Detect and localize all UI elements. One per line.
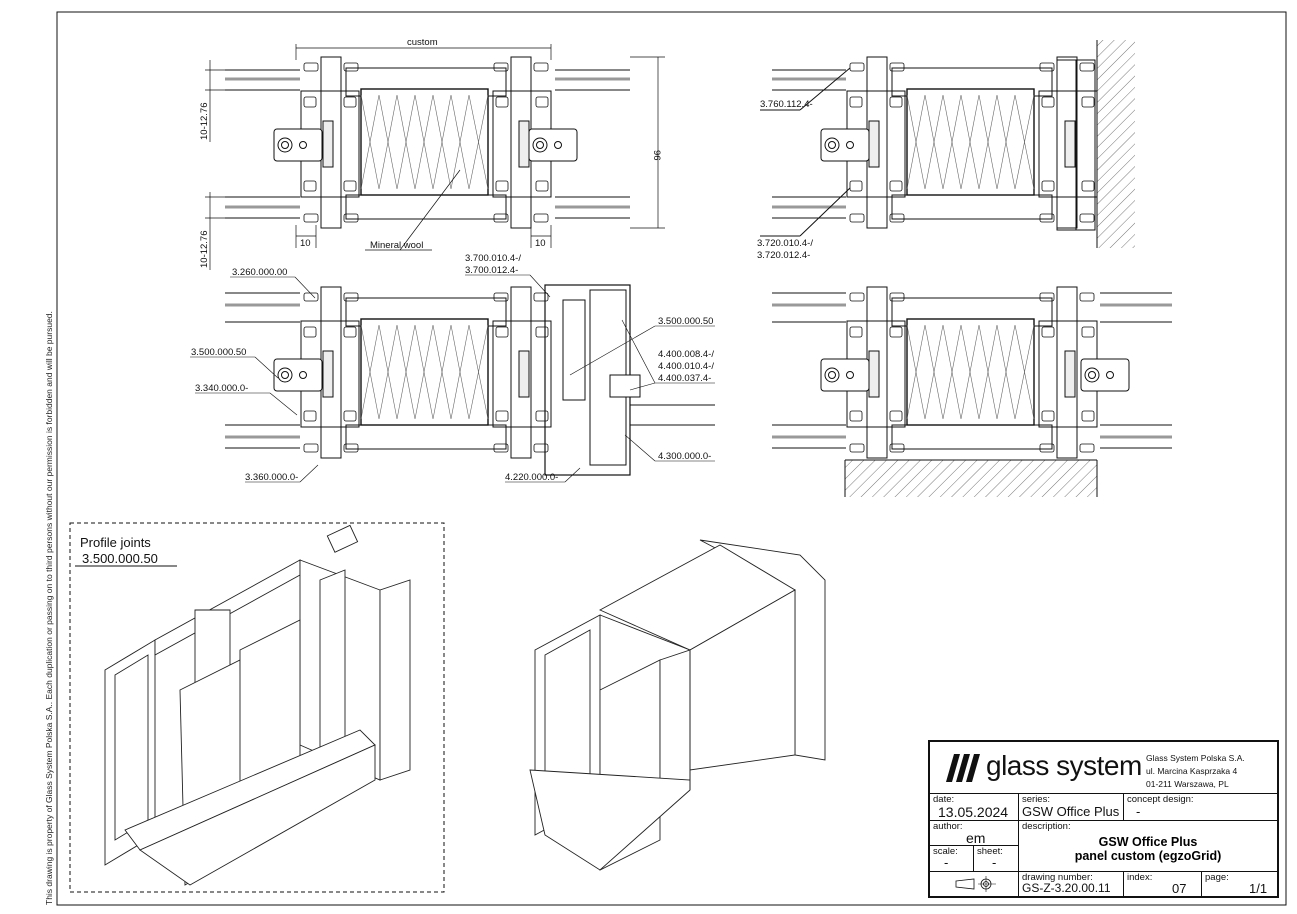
callout-4.400.010: 4.400.010.4-/ — [658, 361, 714, 372]
profile-joints-detail: Profile joints 3.500.000.50 — [69, 522, 445, 893]
date-cell: date: 13.05.2024 — [930, 794, 1019, 821]
callout-4.300.000: 4.300.000.0- — [658, 451, 711, 462]
dim-height: 96 — [651, 150, 662, 161]
callout-3.500.000-right: 3.500.000.50 — [658, 316, 713, 327]
isometric-joint-view — [104, 524, 411, 886]
projection-symbol-icon — [955, 876, 996, 892]
label-infill: Mineral wool — [370, 240, 423, 251]
logo-area: glass system Glass System Polska S.A. ul… — [930, 742, 1277, 794]
callout-3.720.012: 3.720.012.4- — [757, 250, 810, 261]
callout-3.700.012: 3.700.012.4- — [465, 265, 518, 276]
callout-4.400.037: 4.400.037.4- — [658, 373, 711, 384]
copyright-disclaimer: This drawing is property of Glass System… — [44, 311, 54, 905]
dim-glass-bottom: 10-12.76 — [199, 230, 210, 268]
sheet-label: sheet: — [977, 846, 1003, 857]
date-value: 13.05.2024 — [938, 804, 1009, 820]
callout-4.400.008: 4.400.008.4-/ — [658, 349, 714, 360]
series-value: GSW Office Plus — [1022, 804, 1120, 819]
description-line-1: GSW Office Plus — [1098, 835, 1198, 849]
section-view-2: 3.760.112.4- 3.720.010.4-/ 3.720.012.4- — [757, 40, 1135, 261]
section-view-4 — [772, 287, 1172, 497]
page-value: 1/1 — [1249, 881, 1268, 896]
sheet-cell: sheet: - — [974, 846, 1019, 872]
dim-offset-left: 10 — [300, 238, 311, 249]
dim-offset-right: 10 — [535, 238, 546, 249]
description-cell: description: GSW Office Plus panel custo… — [1019, 821, 1277, 872]
concept-cell: concept design: - — [1124, 794, 1277, 821]
scale-value: - — [944, 855, 949, 870]
detail-title: Profile joints — [80, 535, 151, 550]
dim-glass-top: 10-12.76 — [199, 102, 210, 140]
title-block: glass system Glass System Polska S.A. ul… — [928, 740, 1279, 898]
page-label: page: — [1205, 872, 1229, 883]
callout-3.340.000: 3.340.000.0- — [195, 383, 248, 394]
description-line-2: panel custom (egzoGrid) — [1074, 849, 1222, 863]
date-label: date: — [933, 794, 955, 805]
logo-text: glass system — [986, 750, 1142, 781]
scale-cell: scale: - — [930, 846, 974, 872]
company-address: Glass System Polska S.A. ul. Marcina Kas… — [1146, 752, 1245, 791]
description-text: GSW Office Plus panel custom (egzoGrid) — [1019, 835, 1277, 863]
author-value: em — [966, 830, 986, 846]
dim-width: custom — [407, 37, 438, 48]
page-cell: page: 1/1 — [1202, 872, 1277, 896]
sheet-border — [56, 11, 1287, 906]
isometric-panel-view — [529, 539, 826, 871]
company-name: Glass System Polska S.A. — [1146, 753, 1245, 763]
section-view-3: 3.260.000.00 3.500.000.50 3.340.000.0- 3… — [190, 253, 715, 483]
company-street: ul. Marcina Kasprzaka 4 — [1146, 766, 1238, 776]
author-cell: author: em — [930, 821, 1019, 846]
drawing-number-label: drawing number: — [1022, 872, 1093, 883]
callout-4.220.000: 4.220.000.0- — [505, 472, 558, 483]
callout-3.720.010: 3.720.010.4-/ — [757, 238, 813, 249]
callout-3.500.000-left: 3.500.000.50 — [191, 347, 246, 358]
callout-3.260.000: 3.260.000.00 — [232, 267, 287, 278]
index-value: 07 — [1172, 881, 1187, 896]
company-city: 01-211 Warszawa, PL — [1146, 779, 1229, 789]
callout-3.760.112: 3.760.112.4- — [760, 99, 813, 110]
series-label: series: — [1022, 794, 1050, 805]
detail-code: 3.500.000.50 — [82, 551, 158, 566]
callout-3.360.000: 3.360.000.0- — [245, 472, 298, 483]
section-view-1: custom 96 10-12.76 10-12.76 10 10 Minera… — [199, 37, 665, 270]
concept-label: concept design: — [1127, 794, 1194, 805]
concept-value: - — [1136, 804, 1141, 819]
index-cell: index: 07 — [1124, 872, 1202, 896]
description-label: description: — [1022, 821, 1071, 832]
glass-system-logo-icon — [946, 754, 980, 782]
drawing-number-cell: drawing number: GS-Z-3.20.00.11 — [1019, 872, 1124, 896]
drawing-number-value: GS-Z-3.20.00.11 — [1022, 881, 1111, 895]
author-label: author: — [933, 821, 963, 832]
projection-cell — [930, 872, 1019, 896]
scale-label: scale: — [933, 846, 958, 857]
series-cell: series: GSW Office Plus — [1019, 794, 1124, 821]
callout-3.700.010: 3.700.010.4-/ — [465, 253, 521, 264]
index-label: index: — [1127, 872, 1153, 883]
sheet-value: - — [992, 855, 997, 870]
